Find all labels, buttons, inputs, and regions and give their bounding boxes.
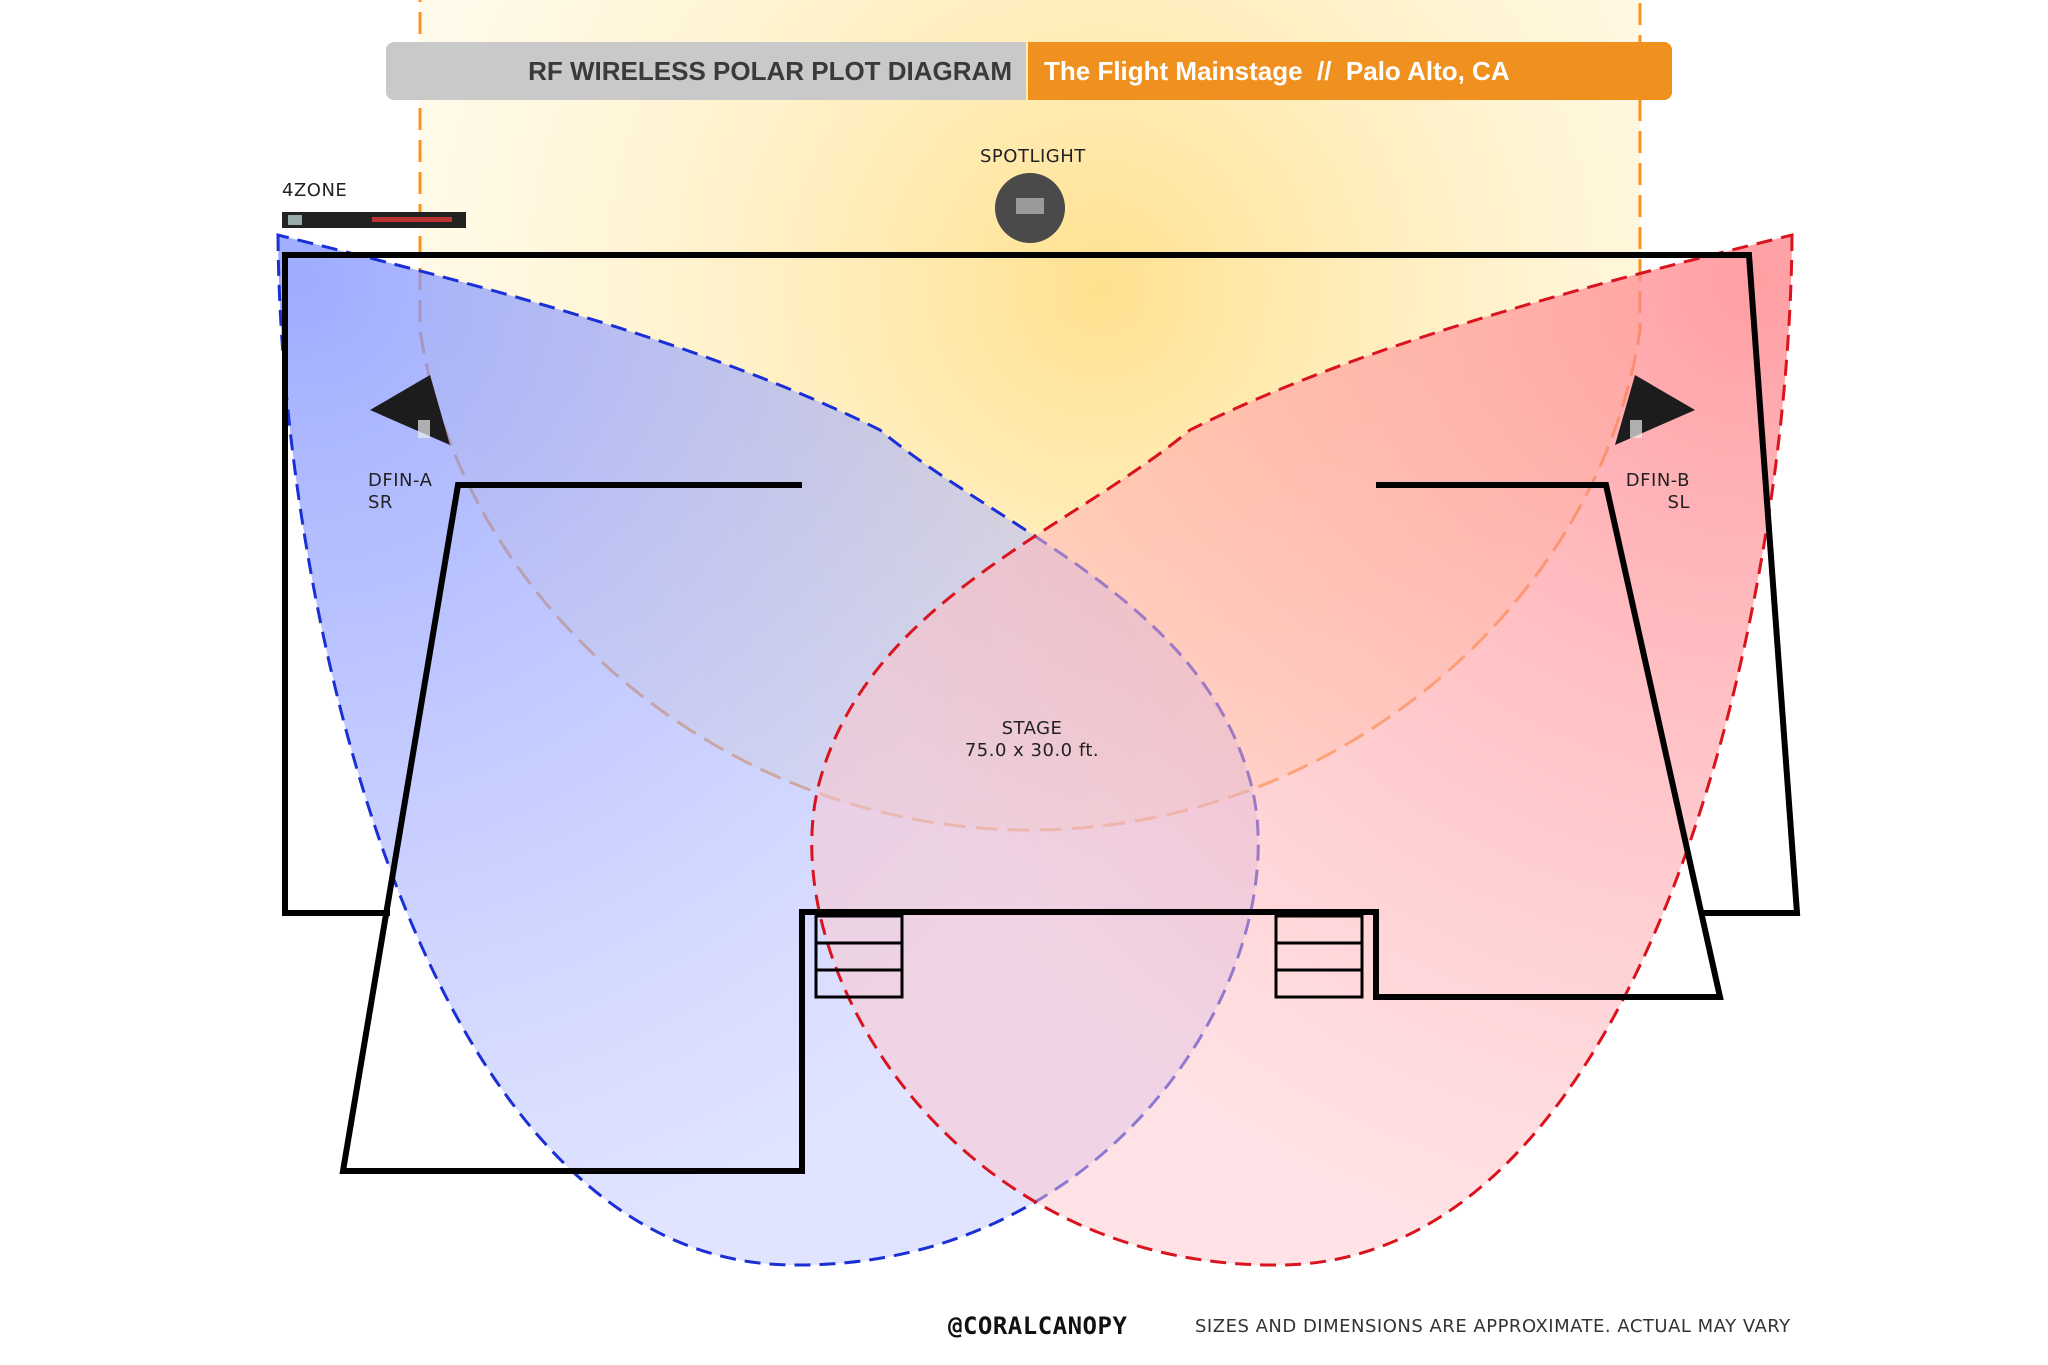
disclaimer-text: SIZES AND DIMENSIONS ARE APPROXIMATE. AC… bbox=[1195, 1316, 1791, 1337]
dfin-a-label: DFIN-A SR bbox=[368, 470, 432, 514]
stage-label: STAGE 75.0 x 30.0 ft. bbox=[932, 718, 1132, 762]
stairs-right bbox=[1274, 914, 1364, 999]
dfin-a-antenna-icon bbox=[370, 375, 450, 445]
stage-name: STAGE bbox=[1001, 718, 1063, 739]
fourzone-rack-icon bbox=[282, 212, 466, 228]
stage-back-wall bbox=[282, 252, 1801, 916]
dfin-b-side: SL bbox=[1667, 492, 1690, 513]
stage-outline bbox=[282, 252, 1801, 1174]
diagram-title: RF WIRELESS POLAR PLOT DIAGRAM bbox=[386, 42, 1026, 100]
spotlight-label: SPOTLIGHT bbox=[980, 146, 1086, 167]
dfin-a-name: DFIN-A bbox=[368, 470, 433, 491]
spotlight-device-icon bbox=[995, 173, 1065, 243]
dfin-b-label: DFIN-B SL bbox=[1600, 470, 1690, 514]
dfin-a-side: SR bbox=[368, 492, 393, 513]
dfin-b-antenna-icon bbox=[1615, 375, 1695, 445]
brand-handle: @CORALCANOPY bbox=[948, 1312, 1128, 1340]
fourzone-label: 4ZONE bbox=[282, 180, 348, 201]
stage-left-wing bbox=[339, 482, 1724, 1174]
dfin-b-name: DFIN-B bbox=[1625, 470, 1690, 491]
stage-dimensions: 75.0 x 30.0 ft. bbox=[964, 740, 1100, 761]
venue-title: The Flight Mainstage // Palo Alto, CA bbox=[1028, 42, 1672, 100]
stairs-left bbox=[814, 914, 904, 999]
